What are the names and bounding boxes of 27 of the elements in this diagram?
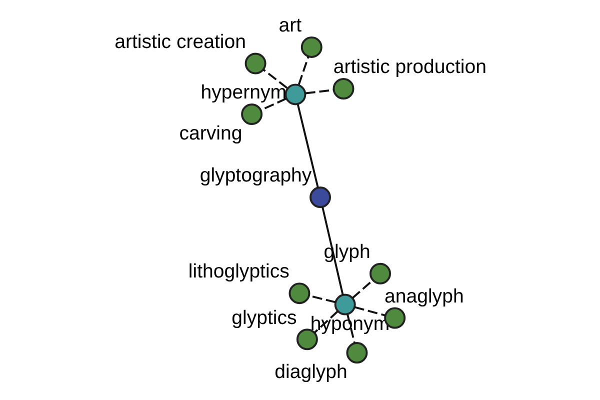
node-circle — [369, 262, 391, 284]
node-circle — [309, 186, 331, 208]
connector — [321, 206, 344, 296]
connector — [296, 104, 318, 188]
node-circle — [284, 84, 306, 106]
connector — [305, 89, 333, 94]
connector — [262, 68, 288, 89]
node-label: artistic creation — [114, 30, 246, 53]
node-circle — [334, 294, 356, 316]
node-label: art — [278, 14, 302, 37]
node-circle — [240, 104, 262, 125]
node-circle — [244, 52, 266, 74]
node-label: glyptics — [231, 306, 296, 329]
connector — [351, 280, 372, 299]
node-label: lithoglyptics — [188, 260, 289, 283]
node-label: glyptography — [199, 164, 312, 187]
connector — [297, 56, 309, 85]
node-circle — [332, 78, 354, 100]
node-label: carving — [178, 122, 242, 145]
node-label: hypernym — [200, 81, 286, 104]
node-circle — [288, 282, 310, 304]
node-circle — [346, 342, 368, 364]
connector — [260, 98, 286, 111]
node-circle — [300, 36, 322, 58]
node-label: diaglyph — [274, 361, 347, 384]
node-label: artistic production — [332, 56, 486, 78]
node-label: anaglyph — [384, 285, 464, 308]
